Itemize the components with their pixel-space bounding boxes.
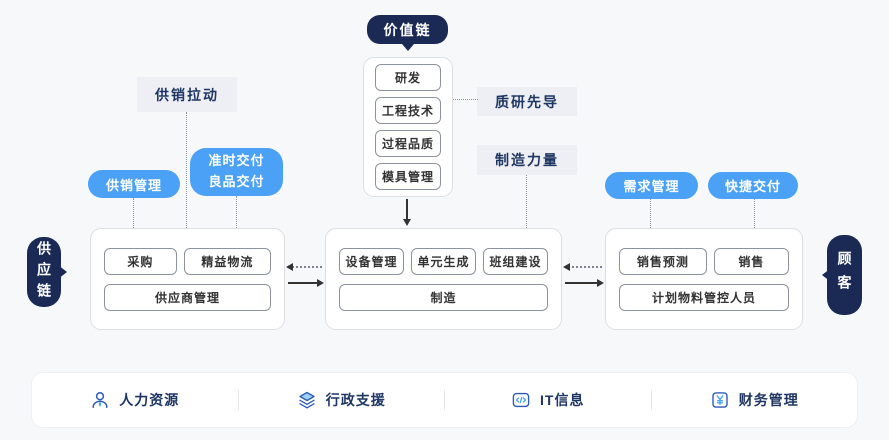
connector-on-time-pill <box>236 196 237 228</box>
footer-label-it: IT信息 <box>540 392 585 408</box>
arrow-center-to-right-solid <box>565 279 604 287</box>
yen-icon <box>710 390 730 410</box>
purchasing-item: 采购 <box>104 247 177 275</box>
footer-label-finance: 财务管理 <box>738 392 799 408</box>
footer-divider <box>444 390 445 410</box>
footer-item-finance: 财务管理 <box>652 390 858 410</box>
connector-supply-sales-pill <box>133 198 134 228</box>
manufacturing-power-label: 制造力量 <box>477 145 577 175</box>
person-icon <box>90 390 110 410</box>
sales-forecast-item: 销售预测 <box>619 247 707 275</box>
footer-label-hr: 人力资源 <box>119 392 180 408</box>
planning-material-control-item: 计划物料管控人员 <box>619 283 789 311</box>
equipment-mgmt-item: 设备管理 <box>339 247 404 275</box>
on-time-delivery-line1: 准时交付 <box>208 153 265 169</box>
team-building-item: 班组建设 <box>483 247 548 275</box>
quality-research-first-label: 质研先导 <box>477 87 577 116</box>
rnd-item: 研发 <box>375 64 441 91</box>
footer-item-admin: 行政支援 <box>239 390 445 410</box>
supply-sales-mgmt-pill: 供销管理 <box>88 170 180 198</box>
unit-generation-item: 单元生成 <box>411 247 476 275</box>
lean-logistics-item: 精益物流 <box>183 247 271 275</box>
sales-panel: 销售预测 销售 计划物料管控人员 <box>605 228 803 330</box>
on-time-delivery-pill: 准时交付 良品交付 <box>190 148 283 196</box>
connector-quick-pill <box>754 199 755 228</box>
customer-badge: 顾客 <box>827 235 862 315</box>
arrow-right-to-center-dotted <box>563 263 602 271</box>
layers-icon <box>297 390 317 410</box>
supplier-mgmt-item: 供应商管理 <box>104 283 271 311</box>
supply-chain-badge: 供应链 <box>27 237 61 307</box>
value-chain-badge-label: 价值链 <box>383 21 432 38</box>
footer-label-admin: 行政支援 <box>325 392 386 408</box>
footer-item-hr: 人力资源 <box>32 390 238 410</box>
quick-delivery-pill: 快捷交付 <box>708 172 798 199</box>
connector-supply-pull <box>186 112 187 228</box>
manufacturing-panel: 设备管理 单元生成 班组建设 制造 <box>325 228 562 330</box>
footer-divider <box>237 390 239 410</box>
engineering-item: 工程技术 <box>375 97 441 124</box>
connector-mfg-power <box>526 175 527 228</box>
process-quality-item: 过程品质 <box>375 130 441 157</box>
value-chain-badge: 价值链 <box>367 15 448 44</box>
on-time-delivery-line2: 良品交付 <box>208 174 265 189</box>
manufacturing-item: 制造 <box>339 283 548 311</box>
arrow-left-to-center-solid <box>288 279 324 287</box>
arrow-center-to-left-dotted <box>286 263 322 271</box>
connector-demand-pill <box>650 199 651 228</box>
rnd-chain-panel: 研发 工程技术 过程品质 模具管理 <box>363 57 453 197</box>
supplier-panel: 采购 精益物流 供应商管理 <box>90 228 285 330</box>
code-icon <box>511 390 531 410</box>
arrow-rnd-to-manufacturing <box>403 199 411 226</box>
support-functions-bar: 人力资源 行政支援 IT信息 <box>31 372 858 428</box>
sales-item: 销售 <box>713 247 789 275</box>
connector-quality-first <box>453 99 478 100</box>
footer-divider <box>650 390 652 410</box>
demand-mgmt-pill: 需求管理 <box>605 172 698 199</box>
footer-item-it: IT信息 <box>445 390 651 410</box>
mold-mgmt-item: 模具管理 <box>375 163 441 190</box>
supply-pull-label: 供销拉动 <box>137 77 237 112</box>
